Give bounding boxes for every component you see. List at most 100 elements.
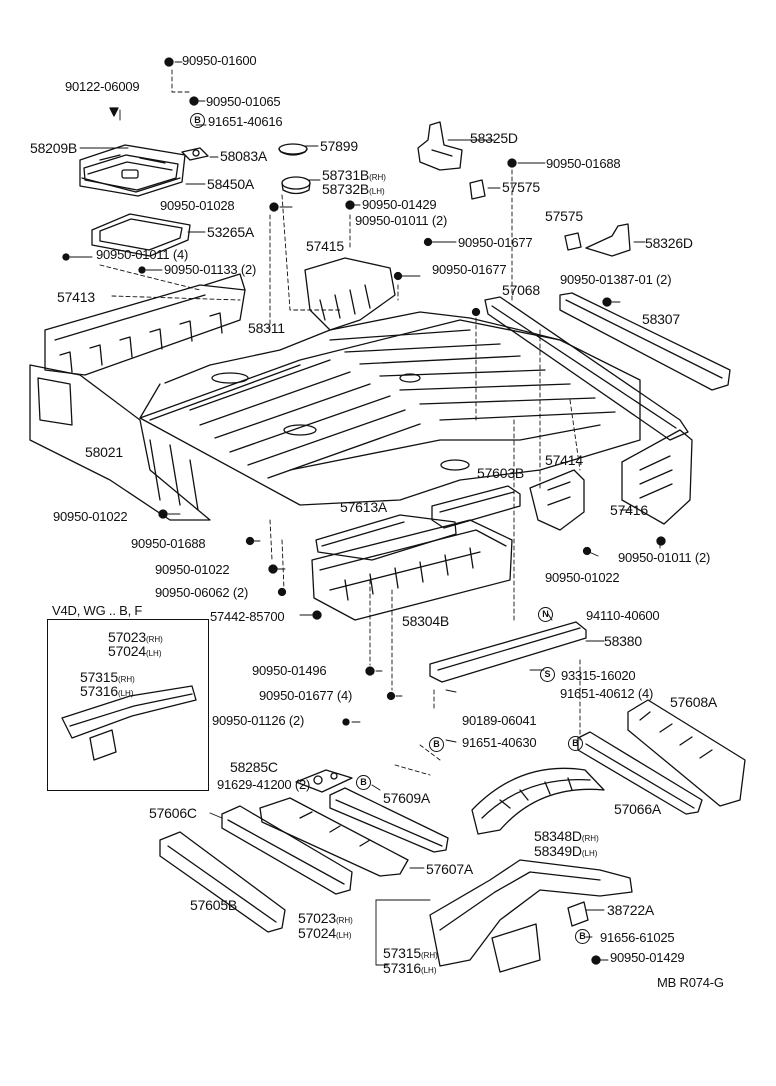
label-90950-01387-01: 90950-01387-01 (2): [560, 272, 672, 287]
label-58348d: 58348D(RH): [534, 828, 599, 844]
label-57413: 57413: [57, 289, 95, 305]
bracket-57414: [529, 469, 585, 531]
label-90122-06009: 90122-06009: [65, 79, 140, 94]
label-57416: 57416: [610, 502, 648, 518]
marker-b-circle: B: [190, 113, 205, 128]
marker-s-circle: S: [540, 667, 555, 682]
label-57607a: 57607A: [426, 861, 474, 877]
gasket-53265a: [91, 213, 191, 257]
diagram-code: MB R074-G: [657, 975, 724, 990]
label-91651-40630: 91651-40630: [462, 735, 537, 750]
label-58731b: 58731B(RH): [322, 167, 386, 183]
label-90950-01011-4: 90950-01011 (4): [96, 247, 189, 262]
marker-b-circle-5: B: [575, 929, 590, 944]
label-90950-01688-middle: 90950-01688: [131, 536, 206, 551]
panel-57416: [621, 429, 693, 525]
label-57606c: 57606C: [149, 805, 197, 821]
grommet-57899: [278, 143, 308, 156]
inset-frame: [61, 685, 197, 761]
label-57613a: 57613A: [340, 499, 388, 515]
label-57316-bottom: 57316(LH): [383, 960, 437, 976]
label-58083a: 58083A: [220, 148, 268, 164]
floor-panel-58311: [139, 311, 641, 506]
label-58285c: 58285C: [230, 759, 278, 775]
label-90950-01022-left: 90950-01022: [53, 509, 128, 524]
label-90950-01496: 90950-01496: [252, 663, 327, 678]
plate-58285c: [295, 769, 353, 793]
mud-guard-58348d: [471, 767, 605, 835]
label-91629-41200-2: 91629-41200 (2): [217, 777, 311, 792]
label-58304b: 58304B: [402, 613, 450, 629]
label-57899: 57899: [320, 138, 358, 154]
crossmember-57609a: [329, 787, 449, 853]
label-90950-01011-2-right: 90950-01011 (2): [618, 550, 711, 565]
bracket-58325d: [417, 121, 463, 171]
label-57575-lower: 57575: [545, 208, 583, 224]
label-57415: 57415: [306, 238, 344, 254]
crossmember-57606c: [221, 805, 353, 895]
label-57023-inset: 57023(RH): [108, 629, 163, 645]
crossmember-57613a: [315, 514, 457, 561]
label-91656-61025: 91656-61025: [600, 930, 675, 945]
label-58021: 58021: [85, 444, 123, 460]
label-57023-bottom: 57023(RH): [298, 910, 353, 926]
label-90950-01022-middle: 90950-01022: [155, 562, 230, 577]
label-90950-01677-middle: 90950-01677: [432, 262, 507, 277]
bracket-57315: [491, 923, 541, 973]
marker-b-circle-2: B: [429, 737, 444, 752]
label-90950-01677-upper: 90950-01677: [458, 235, 533, 250]
label-90950-01600: 90950-01600: [182, 53, 257, 68]
label-38722a: 38722A: [607, 902, 655, 918]
label-57024-bottom: 57024(LH): [298, 925, 352, 941]
label-90189-06041: 90189-06041: [462, 713, 537, 728]
frame-57605b: [159, 831, 286, 933]
leader-lines: [69, 61, 661, 966]
label-90950-01133-2: 90950-01133 (2): [164, 262, 257, 277]
rail-58307: [559, 292, 731, 391]
access-cover-58450a: [79, 144, 186, 197]
label-57316-inset: 57316(LH): [80, 683, 134, 699]
label-91651-40616: 91651-40616: [208, 114, 283, 129]
crossmember-57607a: [259, 797, 409, 877]
label-57575-upper: 57575: [502, 179, 540, 195]
marker-b-circle-4: B: [356, 775, 371, 790]
label-57315-inset: 57315(RH): [80, 669, 135, 685]
label-90950-01065: 90950-01065: [206, 94, 281, 109]
label-57442-85700: 57442-85700: [210, 609, 285, 624]
label-90950-01022-right: 90950-01022: [545, 570, 620, 585]
label-57414: 57414: [545, 452, 583, 468]
label-58326d: 58326D: [645, 235, 693, 251]
label-57024-inset: 57024(LH): [108, 643, 162, 659]
member-57608a: [627, 699, 746, 807]
label-57605b: 57605B: [190, 897, 238, 913]
label-57609a: 57609A: [383, 790, 431, 806]
label-57066a: 57066A: [614, 801, 662, 817]
label-57315-bottom: 57315(RH): [383, 945, 438, 961]
label-57068: 57068: [502, 282, 540, 298]
label-57603b: 57603B: [477, 465, 525, 481]
label-90950-06062-2: 90950-06062 (2): [155, 585, 249, 600]
cover-clip-58083a: [181, 147, 209, 161]
label-94110-40600: 94110-40600: [586, 608, 660, 623]
label-53265a: 53265A: [207, 224, 255, 240]
label-58349d: 58349D(LH): [534, 843, 598, 859]
label-58307: 58307: [642, 311, 680, 327]
crossmember-57603b: [431, 485, 521, 529]
bracket-58326d: [585, 223, 631, 257]
fasteners-top: [62, 57, 666, 965]
marker-b-circle-3: B: [568, 736, 583, 751]
label-90950-01688-top: 90950-01688: [546, 156, 621, 171]
label-90950-01429-bottom: 90950-01429: [610, 950, 685, 965]
blocks-57575: [469, 179, 582, 251]
bar-58380: [429, 621, 587, 683]
label-90950-01677-4: 90950-01677 (4): [259, 688, 353, 703]
label-58450a: 58450A: [207, 176, 255, 192]
bracket-38722a: [567, 901, 589, 927]
label-58325d: 58325D: [470, 130, 518, 146]
label-90950-01126-2: 90950-01126 (2): [212, 713, 305, 728]
label-57608a: 57608A: [670, 694, 718, 710]
side-panel-58021: [29, 364, 211, 521]
side-sill-57413: [44, 273, 246, 376]
